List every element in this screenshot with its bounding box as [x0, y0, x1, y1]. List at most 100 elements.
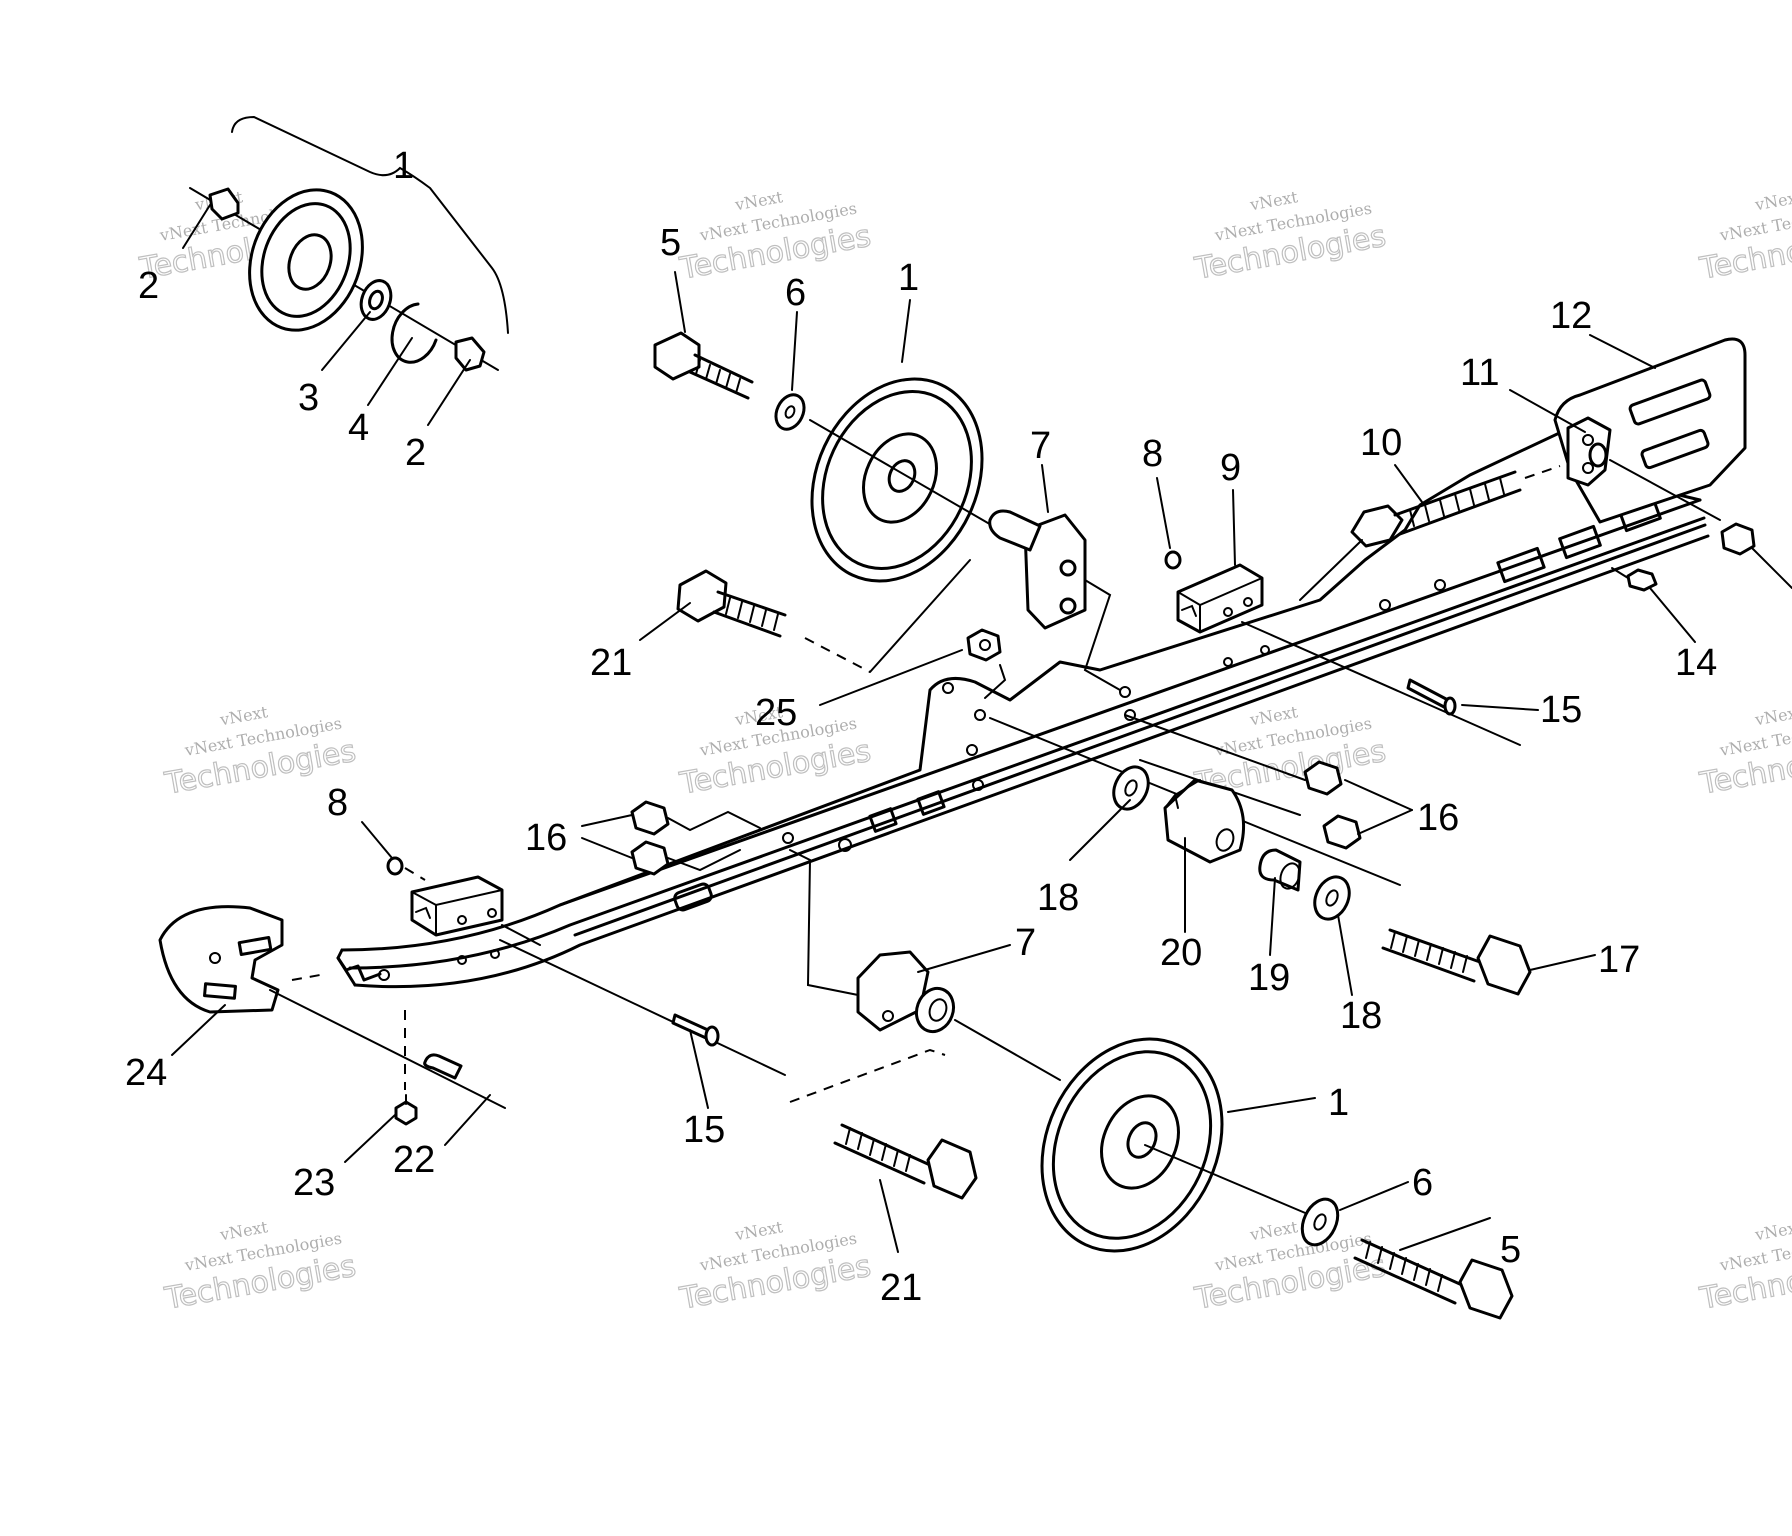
- nut-16: [630, 840, 670, 876]
- leader-line: [1041, 464, 1049, 513]
- bolt-shank: [688, 353, 754, 400]
- bracket-hole: [1582, 462, 1594, 474]
- assembly-bracket: [231, 115, 509, 334]
- svg-text:vNext: vNext: [1753, 187, 1792, 214]
- svg-text:vNext: vNext: [1753, 1217, 1792, 1244]
- bolt-21-upper: [676, 569, 871, 673]
- callout-label: 23: [293, 1162, 335, 1204]
- washer-hole: [784, 405, 796, 419]
- rear-plate-body: [1553, 337, 1747, 524]
- axle-stub: [988, 509, 1042, 552]
- bolt-long: [1299, 465, 1561, 601]
- rivet-axis: [1241, 621, 1521, 746]
- wheel-bore: [887, 459, 917, 493]
- leader-line: [367, 337, 413, 406]
- rail-front-notch: [336, 956, 382, 982]
- rail-slot: [1558, 524, 1602, 560]
- leader-line: [344, 1114, 396, 1163]
- rivet-14-axis: [1611, 567, 1629, 579]
- callout-label: 25: [755, 692, 797, 734]
- washer-hole: [1325, 889, 1339, 907]
- callout-label: 24: [125, 1052, 167, 1094]
- bearing-inner: [368, 289, 384, 311]
- spacer-bore: [1279, 862, 1301, 890]
- svg-text:vNext: vNext: [218, 702, 270, 729]
- callout-label: 1: [393, 145, 414, 187]
- bolt-leader: [1299, 539, 1363, 601]
- leader-line: [1399, 1217, 1491, 1251]
- axis-line: [1144, 1144, 1311, 1216]
- callout-label: 8: [1142, 433, 1163, 475]
- snap-ring: [390, 302, 438, 364]
- bolt-path: [789, 1048, 946, 1103]
- callout-label: 1: [1328, 1082, 1349, 1124]
- leader-line: [689, 1029, 709, 1109]
- rail-hole: [1434, 579, 1446, 591]
- bushing-left: [208, 187, 240, 221]
- rail-hole: [1260, 645, 1270, 655]
- watermark: vNext vNext Technologies Technologies: [161, 1217, 359, 1317]
- bolt-head: [926, 1138, 978, 1200]
- leader-line: [1649, 587, 1696, 643]
- leader-line: [674, 271, 686, 333]
- rail-top-edge: [340, 498, 1702, 952]
- axle-bracket-lower: [789, 849, 1061, 1081]
- block-body: [410, 875, 504, 937]
- axle-bracket-hole: [1059, 559, 1077, 577]
- block-front: [1177, 577, 1263, 633]
- callout-label: 14: [1675, 642, 1717, 684]
- rail-hole: [966, 744, 978, 756]
- rivet-axis: [499, 939, 786, 1076]
- callout-label: 16: [1417, 797, 1459, 839]
- callout-label: 6: [1412, 1162, 1433, 1204]
- watermark: vNext vNext Technologies Technologies: [676, 187, 874, 287]
- watermark: vNext vNext Technologies Technologies: [1191, 187, 1389, 287]
- leader-line: [1509, 389, 1586, 433]
- watermark: vNext vNext Technologies Technologies: [1696, 702, 1792, 802]
- wheel-small-rim: [260, 202, 352, 318]
- idler-wheel-lower: [1040, 1037, 1311, 1253]
- block-notch: [415, 906, 431, 919]
- bolt-shank: [1353, 1238, 1464, 1305]
- leader-line: [901, 299, 911, 363]
- nut-25: [966, 628, 1002, 662]
- bearing: [359, 279, 393, 321]
- block-hole: [457, 915, 467, 925]
- callout-label: 16: [525, 817, 567, 859]
- rear-plate: [1553, 337, 1747, 524]
- leader-line: [444, 1094, 491, 1146]
- bolt-upper: [653, 331, 1001, 531]
- leader-line: [361, 821, 393, 859]
- bolt-shank: [1381, 928, 1482, 983]
- callout-label: 6: [785, 272, 806, 314]
- bracket-axis: [1609, 459, 1721, 521]
- callout-label: 4: [348, 407, 369, 449]
- callout-label: 5: [1500, 1229, 1521, 1271]
- cam-hole: [1215, 828, 1235, 852]
- leader-line: [791, 311, 798, 391]
- bolt-thread: [1409, 477, 1505, 527]
- callout-label: 2: [405, 432, 426, 474]
- rail-slot: [673, 882, 713, 912]
- rivet-22: [269, 989, 506, 1109]
- rail-hole: [974, 709, 986, 721]
- callout-label: 3: [298, 377, 319, 419]
- cam-detail: [1164, 779, 1201, 809]
- watermark: vNext vNext Technologies Technologies: [676, 1217, 874, 1317]
- wheel-body: [810, 377, 984, 583]
- block-hole: [1223, 607, 1233, 617]
- washer-path: [404, 867, 426, 881]
- callout-label: 15: [683, 1109, 725, 1151]
- nut-right: [1720, 522, 1756, 556]
- exploded-wheel-assembly: [189, 187, 499, 372]
- bolt-17: [1381, 928, 1532, 996]
- callout-label: 5: [660, 222, 681, 264]
- callout-label: 7: [1015, 922, 1036, 964]
- callout-label: 2: [138, 265, 159, 307]
- leader-line: [1339, 1181, 1409, 1211]
- svg-text:vNext: vNext: [733, 1217, 785, 1244]
- rivet-14: [1626, 568, 1658, 592]
- idler-wheel-upper: [810, 377, 984, 583]
- svg-text:vNext: vNext: [1248, 702, 1300, 729]
- watermark: vNext vNext Technologies Technologies: [1696, 187, 1792, 287]
